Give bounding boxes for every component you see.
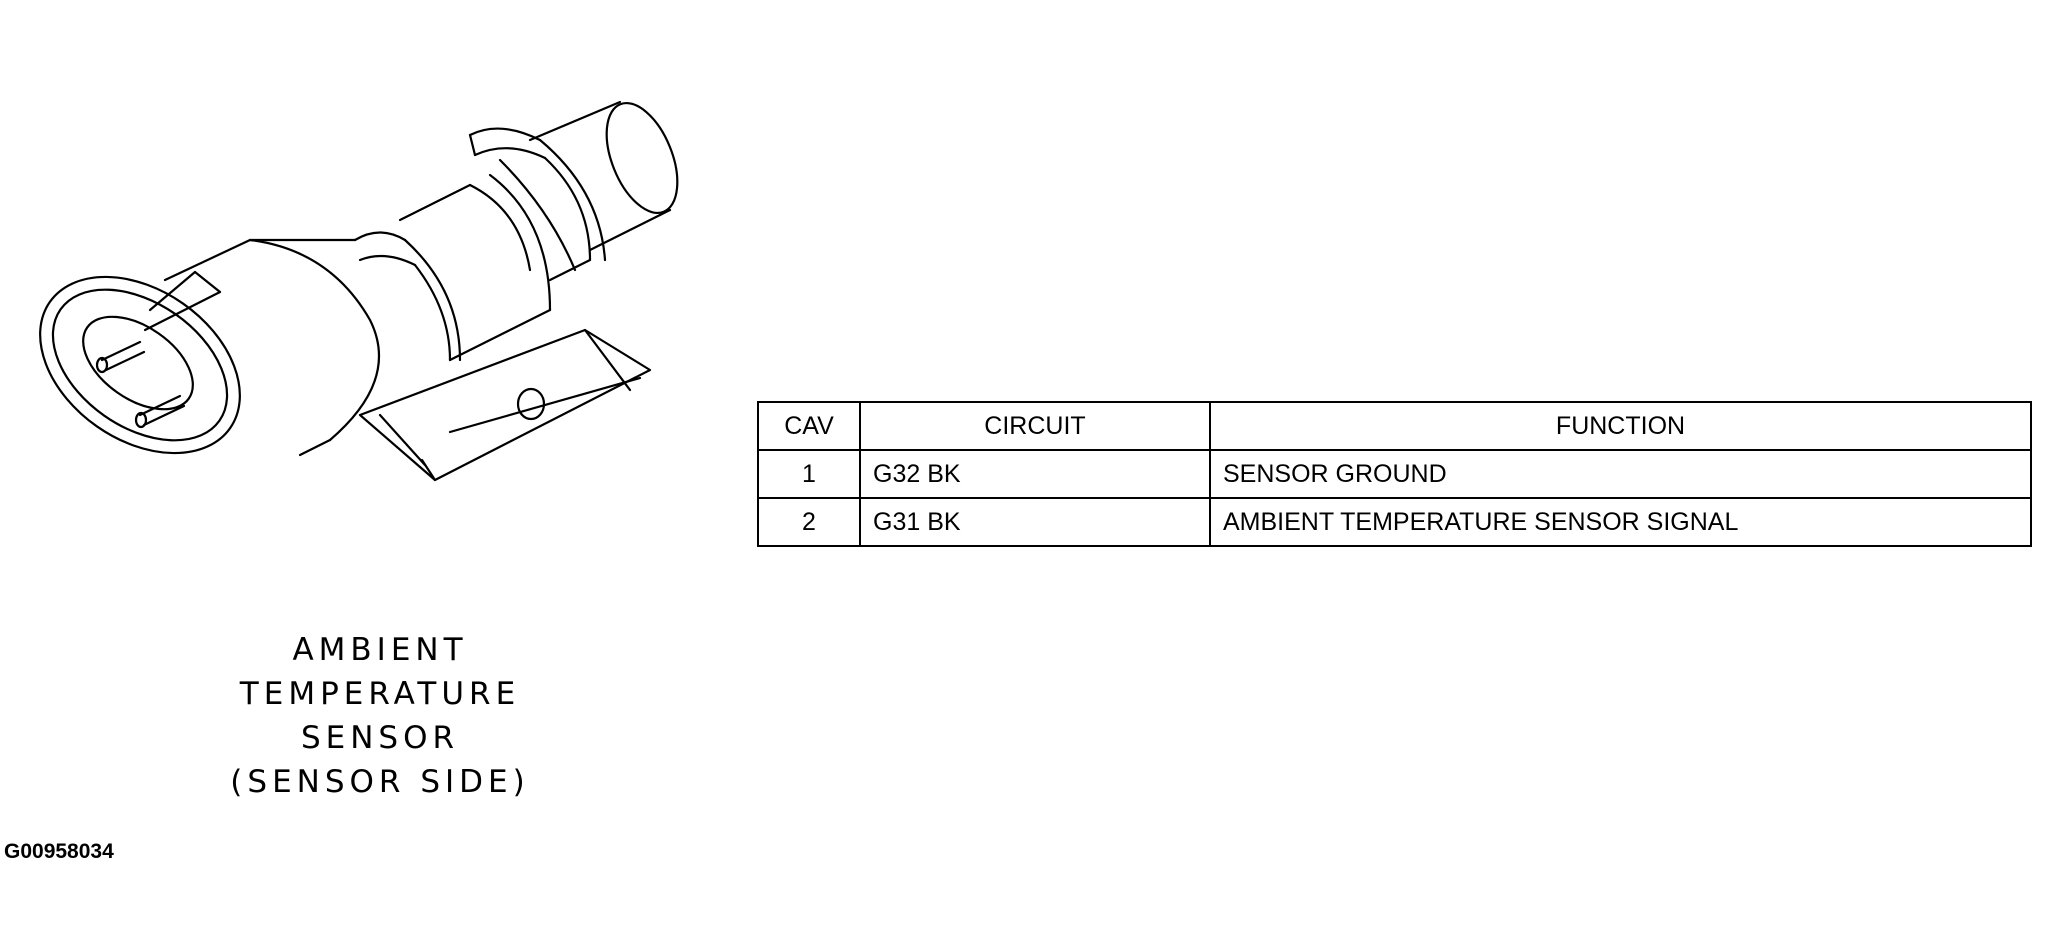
connector-pins	[95, 340, 186, 429]
sensor-caption-line-2: TEMPERATURE	[239, 676, 521, 712]
connector-housing	[143, 238, 381, 457]
table-row: 2 G31 BK AMBIENT TEMPERATURE SENSOR SIGN…	[757, 497, 2032, 547]
connector-pinout-table: CAV CIRCUIT FUNCTION 1 G32 BK SENSOR GRO…	[757, 401, 2032, 547]
sensor-caption-line-3: SENSOR	[300, 720, 460, 756]
ambient-temperature-sensor-drawing	[39, 100, 679, 482]
cell-function: SENSOR GROUND	[1209, 449, 2032, 499]
cell-cav: 1	[757, 449, 861, 499]
cell-circuit: G31 BK	[859, 497, 1211, 547]
connector-face	[39, 275, 241, 455]
sensor-collar	[468, 127, 607, 282]
sensor-body	[353, 173, 552, 362]
header-function: FUNCTION	[1209, 401, 2032, 451]
sensor-caption: AMBIENT TEMPERATURE SENSOR (SENSOR SIDE)	[170, 628, 590, 804]
sensor-caption-line-1: AMBIENT	[292, 632, 468, 668]
header-cav: CAV	[757, 401, 861, 451]
cell-cav: 2	[757, 497, 861, 547]
table-row: 1 G32 BK SENSOR GROUND	[757, 449, 2032, 499]
figure-id: G00958034	[4, 840, 114, 863]
mounting-bracket	[358, 328, 652, 482]
table-header-row: CAV CIRCUIT FUNCTION	[757, 401, 2032, 451]
header-circuit: CIRCUIT	[859, 401, 1211, 451]
bracket-hole	[516, 387, 546, 421]
cell-function: AMBIENT TEMPERATURE SENSOR SIGNAL	[1209, 497, 2032, 547]
sensor-caption-line-4: (SENSOR SIDE)	[230, 764, 530, 800]
cell-circuit: G32 BK	[859, 449, 1211, 499]
